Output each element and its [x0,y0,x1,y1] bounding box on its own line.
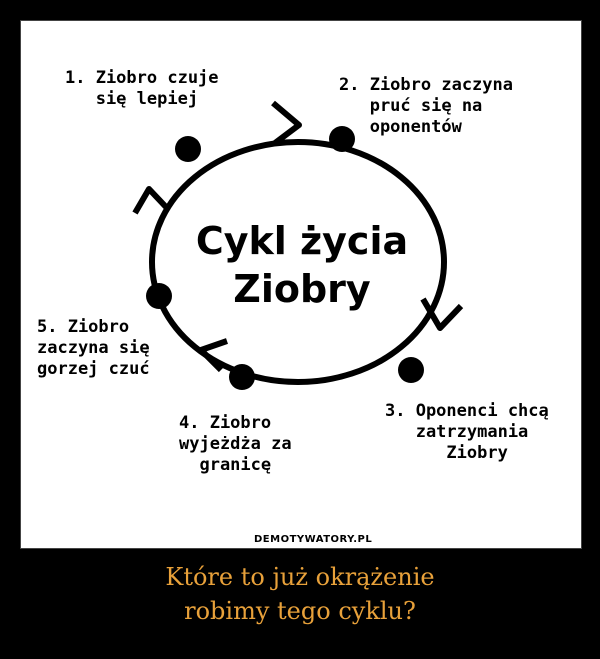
step-4-label: 4. Ziobro wyjeżdża za granicę [179,413,292,475]
step-2-label: 2. Ziobro zaczyna pruć się na oponentów [339,75,513,137]
watermark: DEMOTYWATORY.PL [251,534,376,545]
cycle-node-3 [398,357,424,383]
step-3-label: 3. Oponenci chcą zatrzymania Ziobry [385,401,549,463]
cycle-node-5 [146,283,172,309]
arrow-top [271,100,302,146]
cycle-ring [149,139,447,385]
arrow-left [132,186,169,215]
cycle-node-4 [229,364,255,390]
caption: Które to już okrążenie robimy tego cyklu… [165,563,435,625]
step-5-label: 5. Ziobro zaczyna się gorzej czuć [37,317,150,379]
step-1-label: 1. Ziobro czuje się lepiej [65,68,219,109]
arrow-right [420,297,464,331]
arrow-bottom [198,338,228,373]
meme-panel: 1. Ziobro czuje się lepiej 2. Ziobro zac… [20,20,582,549]
cycle-node-2 [329,126,355,152]
cycle-diagram [132,100,464,390]
cycle-title: Cykl życia Ziobry [195,219,409,311]
cycle-node-1 [175,136,201,162]
